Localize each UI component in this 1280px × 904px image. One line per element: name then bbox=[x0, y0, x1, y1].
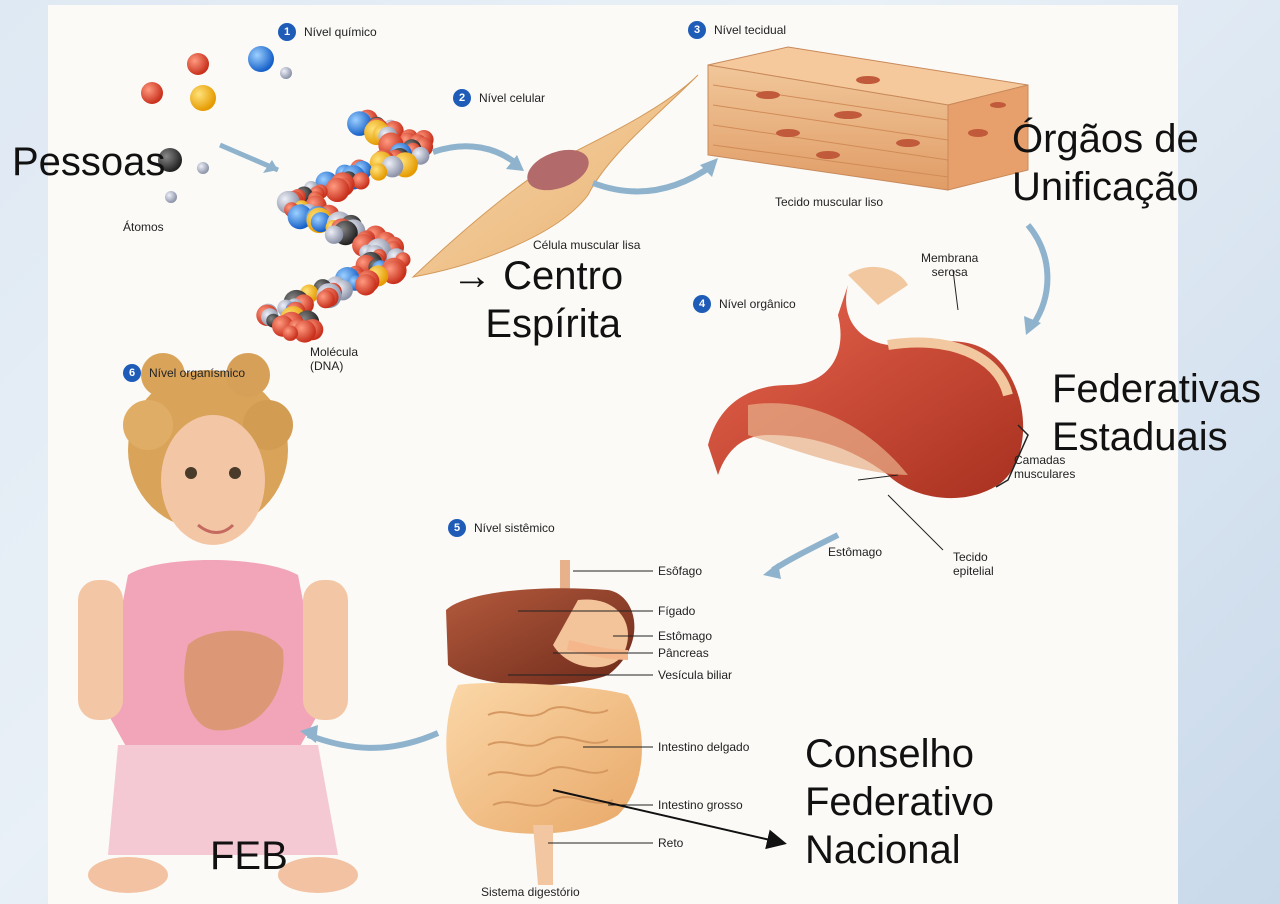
level-3-badge: 3 bbox=[688, 21, 706, 39]
level-1-badge: 1 bbox=[278, 23, 296, 41]
child-figure bbox=[78, 353, 358, 893]
level-5-badge: 5 bbox=[448, 519, 466, 537]
label-molecula: Molécula (DNA) bbox=[310, 345, 358, 373]
level-4-text: Nível orgânico bbox=[719, 297, 796, 311]
label-reto: Reto bbox=[658, 836, 683, 850]
label-vesicula: Vesícula biliar bbox=[658, 668, 732, 682]
label-estomago-2: Estômago bbox=[658, 629, 712, 643]
dna-molecule bbox=[256, 110, 433, 343]
label-tecido-epitelial: Tecido epitelial bbox=[953, 550, 994, 578]
level-3-label: 3 Nível tecidual bbox=[688, 21, 786, 39]
overlay-feb: FEB bbox=[210, 832, 288, 880]
level-6-text: Nível organísmico bbox=[149, 366, 245, 380]
overlay-orgaos-unificacao: Órgãos de Unificação bbox=[1012, 115, 1199, 211]
level-4-label: 4 Nível orgânico bbox=[693, 295, 796, 313]
label-sistema: Sistema digestório bbox=[481, 885, 580, 899]
label-figado: Fígado bbox=[658, 604, 695, 618]
label-estomago: Estômago bbox=[828, 545, 882, 559]
organization-levels-illustration bbox=[48, 5, 1178, 904]
label-celula: Célula muscular lisa bbox=[533, 238, 640, 252]
overlay-pessoas: Pessoas bbox=[12, 138, 165, 186]
level-2-text: Nível celular bbox=[479, 91, 545, 105]
level-1-label: 1 Nível químico bbox=[278, 23, 377, 41]
level-2-badge: 2 bbox=[453, 89, 471, 107]
label-membrana: Membrana serosa bbox=[921, 251, 978, 279]
level-2-label: 2 Nível celular bbox=[453, 89, 545, 107]
label-atomos: Átomos bbox=[123, 220, 164, 234]
label-intestino-grosso: Intestino grosso bbox=[658, 798, 743, 812]
textbook-figure: 1 Nível químico 2 Nível celular 3 Nível … bbox=[48, 5, 1178, 904]
level-5-text: Nível sistêmico bbox=[474, 521, 555, 535]
digestive-system bbox=[446, 560, 642, 885]
label-tecido: Tecido muscular liso bbox=[775, 195, 883, 209]
level-3-text: Nível tecidual bbox=[714, 23, 786, 37]
overlay-federativas-estaduais: Federativas Estaduais bbox=[1052, 365, 1261, 461]
level-6-label: 6 Nível organísmico bbox=[123, 364, 245, 382]
level-1-text: Nível químico bbox=[304, 25, 377, 39]
label-pancreas: Pâncreas bbox=[658, 646, 709, 660]
level-4-badge: 4 bbox=[693, 295, 711, 313]
level-5-label: 5 Nível sistêmico bbox=[448, 519, 555, 537]
label-esofago: Esôfago bbox=[658, 564, 702, 578]
level-6-badge: 6 bbox=[123, 364, 141, 382]
overlay-centro-espirita: → Centro Espírita bbox=[452, 252, 623, 348]
label-intestino-delgado: Intestino delgado bbox=[658, 740, 749, 754]
overlay-conselho-federativo-nacional: Conselho Federativo Nacional bbox=[805, 730, 994, 874]
muscle-tissue-block bbox=[708, 47, 1028, 190]
